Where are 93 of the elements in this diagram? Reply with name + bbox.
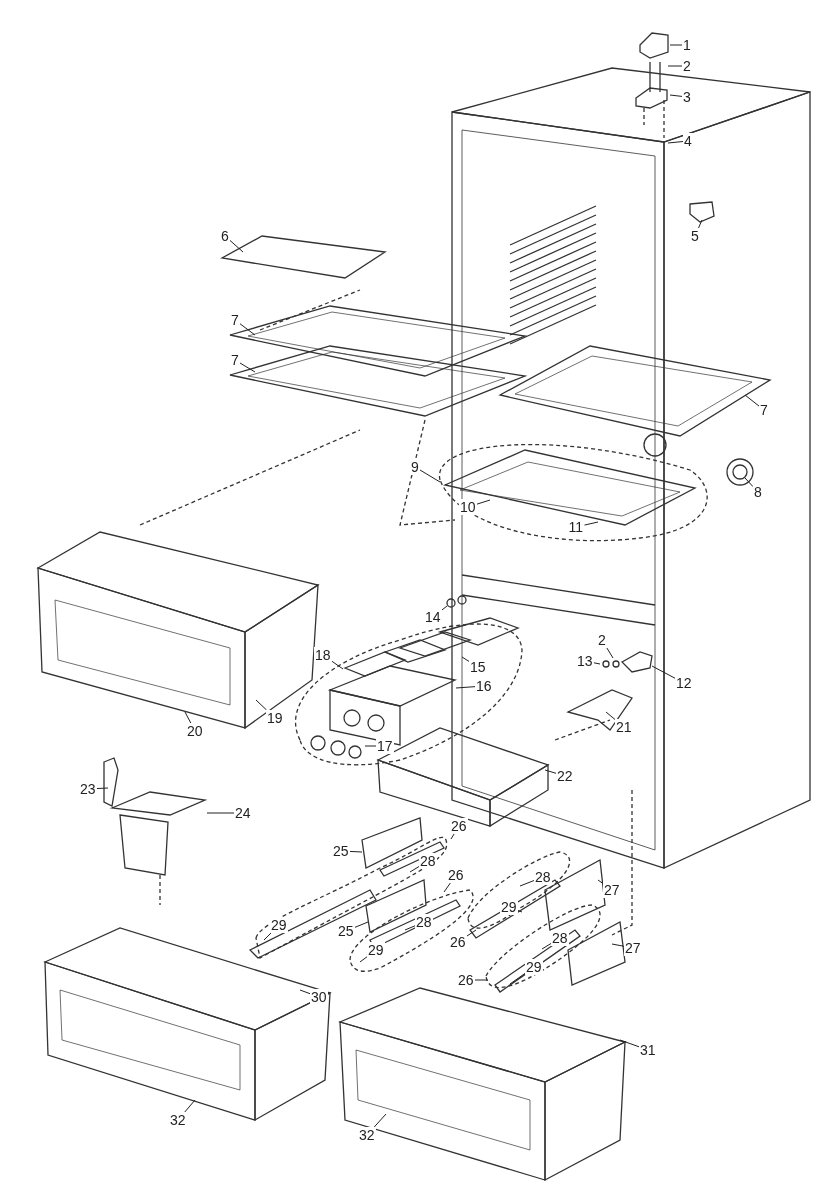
callout-number: 1 [682,37,692,53]
leader-line [698,219,703,229]
callout-number: 24 [234,805,252,821]
leader-line [239,362,256,373]
leader-line [474,979,489,981]
callout-number: 16 [475,678,493,694]
callout-number: 13 [576,653,594,669]
callout-number: 27 [624,940,642,956]
callout-number: 15 [469,659,487,675]
leader-line [619,1039,640,1048]
callout-number: 29 [500,899,518,915]
leader-line [606,647,614,659]
leader-line [364,745,377,747]
callout-number: 21 [615,719,633,735]
callout-number: 29 [367,942,385,958]
leader-line [593,662,601,665]
callout-number: 26 [457,972,475,988]
leader-line [744,394,760,407]
leader-line [349,850,363,853]
leader-line [359,956,368,963]
callout-number: 2 [597,632,607,648]
leader-line [299,989,311,995]
leader-line [669,44,683,46]
callout-number: 20 [186,723,204,739]
callout-number: 29 [270,917,288,933]
callout-number: 3 [682,89,692,105]
leader-line [517,909,523,913]
leader-line [509,972,526,985]
callout-number: 2 [682,58,692,74]
leader-line [354,921,369,928]
leader-line [519,880,535,887]
leader-line [597,879,604,885]
callout-number: 31 [639,1042,657,1058]
callout-number: 25 [332,843,350,859]
callout-number: 25 [337,923,355,939]
leader-line [450,833,455,840]
leader-line [466,929,477,937]
callout-number: 9 [410,459,420,475]
leader-line [544,769,557,774]
callout-number: 6 [220,228,230,244]
leader-line [184,1099,196,1113]
leader-line [373,1113,387,1128]
callout-number: 14 [424,609,442,625]
leader-line [455,686,476,689]
callout-number: 26 [449,934,467,950]
callout-number: 7 [230,352,240,368]
callout-number: 27 [603,882,621,898]
callout-number: 7 [230,312,240,328]
leader-line [744,477,754,488]
callout-number: 30 [310,989,328,1005]
leader-line [206,812,235,814]
callout-number: 26 [447,867,465,883]
callout-number: 7 [759,402,769,418]
leader-line [651,665,676,679]
callout-number: 8 [753,484,763,500]
leader-line [611,943,625,947]
leader-line [331,660,344,670]
leader-line [584,521,599,526]
callout-number: 28 [419,853,437,869]
callout-number: 5 [690,228,700,244]
leader-line [184,711,192,724]
callout-number: 17 [376,738,394,754]
leader-line [96,787,109,790]
leader-line [667,141,684,144]
leader-line [409,866,420,873]
callout-number: 28 [415,914,433,930]
callout-number: 18 [314,647,332,663]
leader-line [441,605,448,611]
leader-line [541,943,552,950]
callout-number: 10 [459,499,477,515]
callout-number: 28 [551,930,569,946]
callout-number: 19 [266,710,284,726]
callout-number: 29 [525,959,543,975]
callout-number: 32 [358,1127,376,1143]
callout-number: 28 [534,869,552,885]
leader-line [669,94,683,97]
leader-line [404,925,416,931]
callout-number: 23 [79,781,97,797]
callout-number: 32 [169,1112,187,1128]
leader-line [229,239,244,253]
leader-line [476,499,491,505]
callout-number: 11 [567,519,585,535]
leader-line [239,323,256,336]
callout-number: 4 [683,133,693,149]
leader-line [461,656,470,662]
callout-number: 26 [450,818,468,834]
callout-number: 22 [556,768,574,784]
callout-number: 12 [675,675,693,691]
leader-line [443,882,451,893]
leader-line [605,711,616,720]
leader-line [419,469,441,483]
leader-line [667,65,683,67]
leader-line [255,699,268,711]
